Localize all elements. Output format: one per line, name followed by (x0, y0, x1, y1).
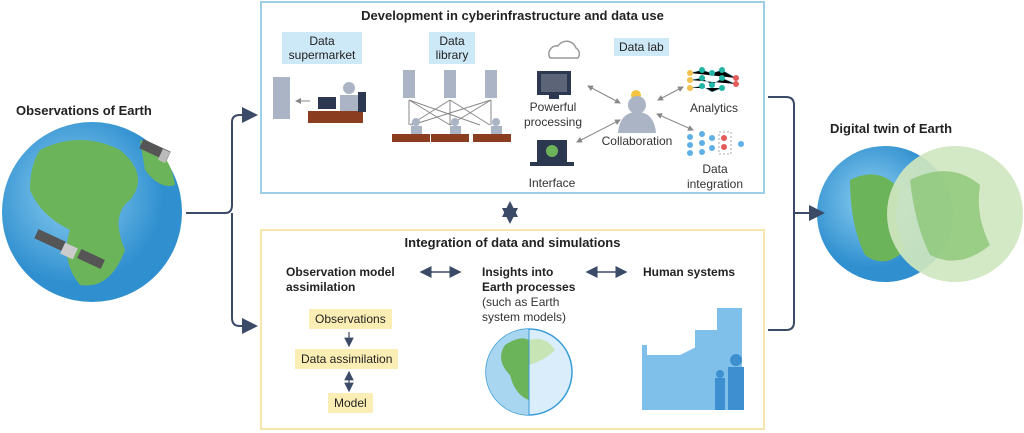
laptop-globe-icon (530, 140, 574, 166)
library-desks-icon (392, 134, 511, 142)
data-library-servers-icon (403, 70, 497, 98)
data-lab-label: Data lab (614, 38, 669, 56)
satellite-icon (34, 229, 105, 270)
earth-globe-icon (2, 122, 182, 302)
data-library-label: Data library (429, 32, 475, 64)
cyberinfrastructure-panel (260, 1, 765, 194)
analytics-label: Analytics (689, 101, 739, 115)
cyberinfrastructure-title: Development in cyberinfrastructure and d… (361, 8, 664, 23)
collaboration-person-icon (618, 90, 656, 133)
data-integration-label: Data integration (686, 162, 744, 191)
neural-network-integration-icon (687, 131, 744, 156)
digital-twin-title: Digital twin of Earth (830, 121, 953, 136)
integration-title: Integration of data and simulations (404, 235, 621, 250)
integration-panel (260, 229, 765, 430)
earth-system-model-globe-icon (485, 328, 573, 416)
server-icon (273, 77, 290, 119)
neural-network-analytics-icon (687, 67, 739, 93)
person-at-desk-icon (308, 82, 366, 123)
insights-title: Insights into Earth processes (482, 265, 576, 294)
interface-label: Interface (528, 176, 576, 190)
cloud-icon (548, 40, 581, 59)
powerful-processing-label: Powerful processing (523, 100, 583, 129)
observation-model-assimilation-label: Observation model assimilation (286, 265, 395, 294)
digital-twin-globe-icon (817, 146, 1023, 282)
observations-box: Observations (309, 309, 392, 329)
data-assimilation-box: Data assimilation (295, 349, 399, 369)
data-supermarket-label: Data supermarket (282, 32, 362, 64)
observations-of-earth-title: Observations of Earth (16, 103, 152, 118)
insights-subtitle: (such as Earth system models) (482, 295, 567, 324)
model-box: Model (328, 393, 373, 413)
collaboration-label: Collaboration (601, 134, 673, 148)
people-silhouette-icon (715, 354, 744, 410)
human-systems-label: Human systems (643, 265, 736, 279)
satellite-icon (139, 139, 171, 164)
monitor-icon (537, 71, 571, 99)
